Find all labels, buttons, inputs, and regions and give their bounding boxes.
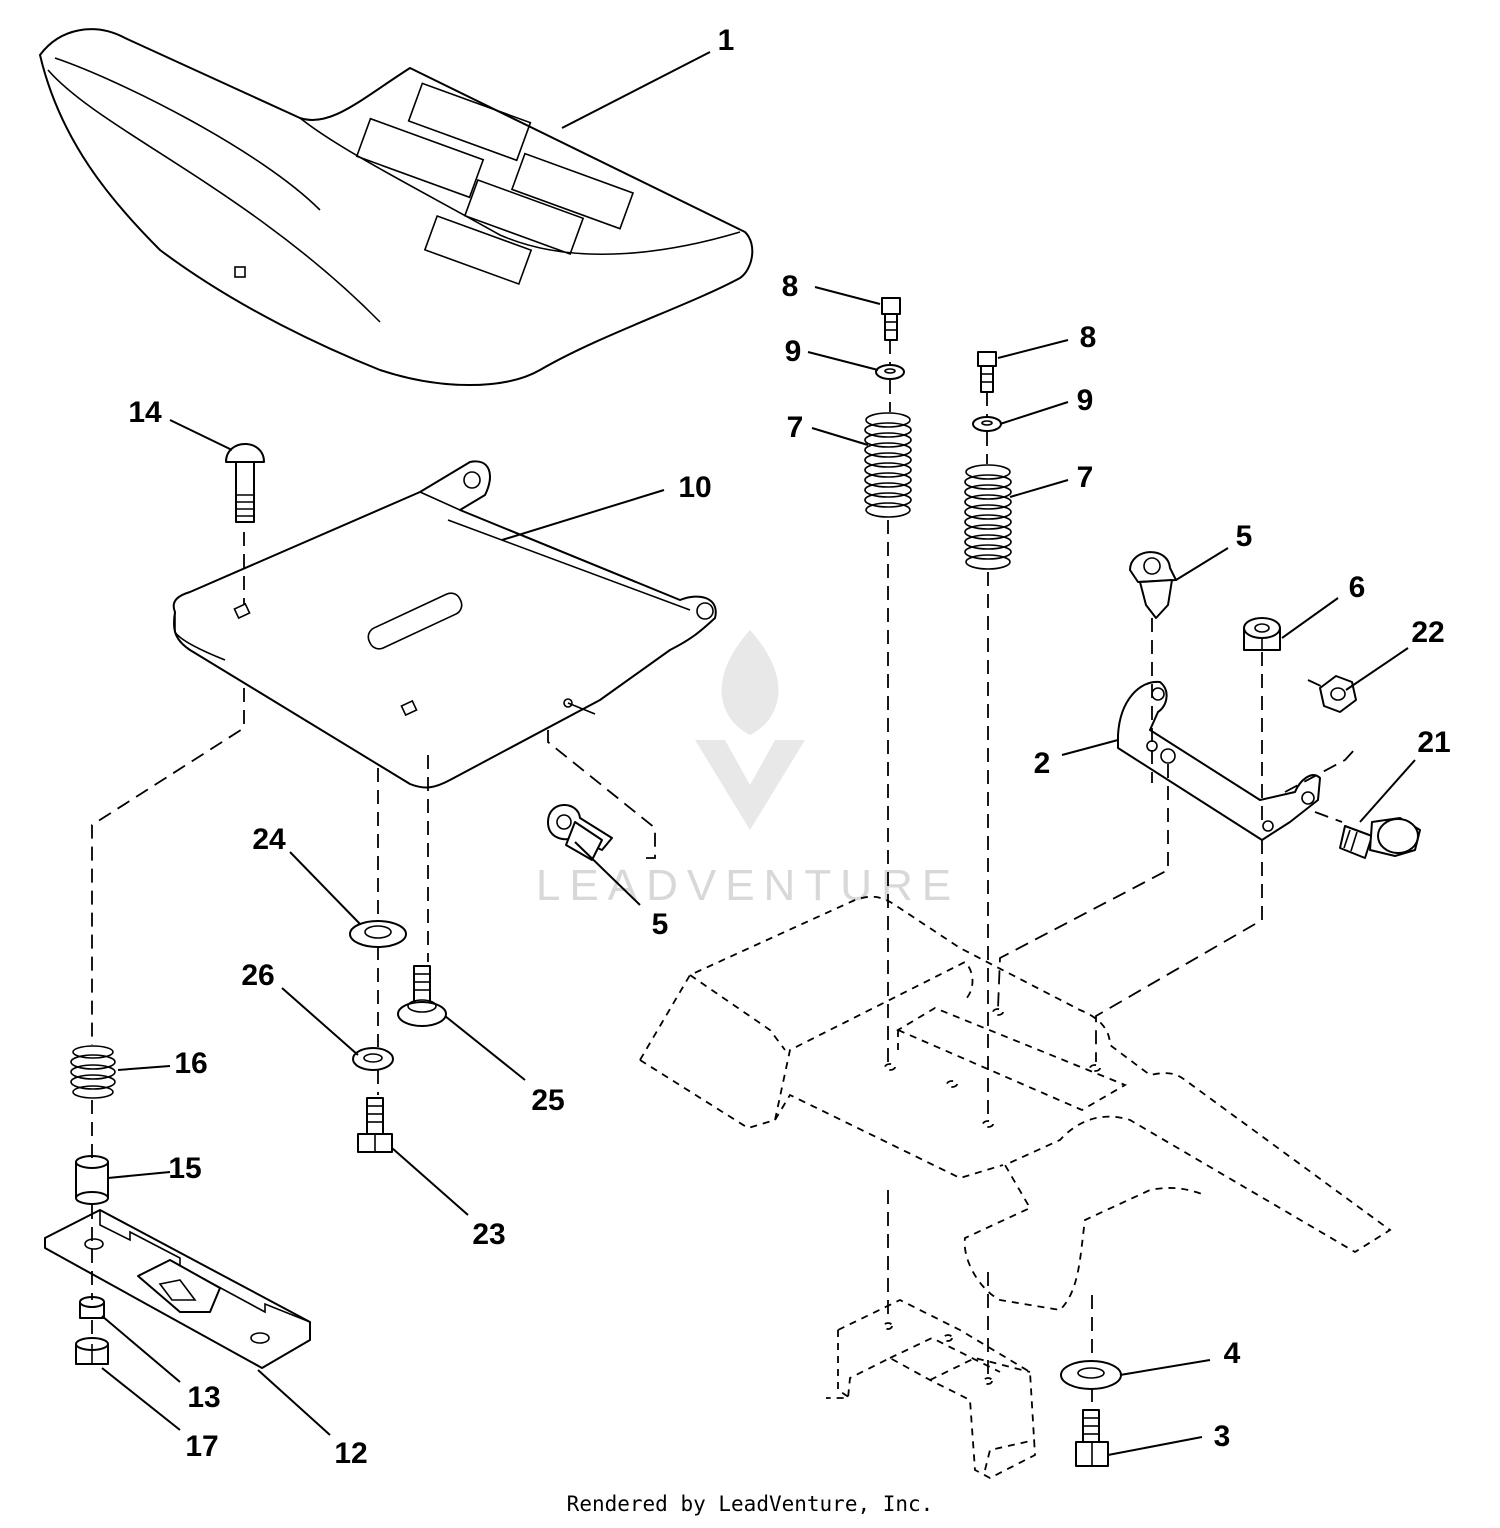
leadventure-watermark: LEADVENTURE [536,630,960,910]
part-4-washer [1060,1360,1122,1390]
part-16-spring [70,1045,116,1099]
part-26-lock-washer [352,1047,394,1071]
callout-2: 2 [1034,747,1051,780]
callout-21: 21 [1417,726,1450,759]
part-17-flange-nut [75,1337,109,1365]
callout-22: 22 [1411,616,1444,649]
leader-lines [101,51,1416,1456]
watermark-text: LEADVENTURE [536,861,960,910]
callout-5-left: 5 [652,908,669,941]
part-7-spring-right [964,464,1012,570]
callout-16: 16 [174,1047,207,1080]
part-5-clip-left [547,804,613,861]
callout-7-right: 7 [1077,461,1094,494]
callout-12: 12 [334,1437,367,1470]
callout-8-right: 8 [1080,321,1097,354]
part-12-bracket-plate [44,1209,311,1369]
part-3-bolt [1075,1409,1109,1467]
part-1-seat [39,28,754,386]
callout-4: 4 [1224,1337,1241,1370]
part-8-bolt-left [881,297,901,341]
callout-7-left: 7 [787,411,804,444]
callout-14: 14 [128,396,162,429]
part-21-shoulder-bolt [1339,817,1421,859]
callout-10: 10 [678,471,711,504]
callout-8-left: 8 [782,270,799,303]
part-6-lock-nut [1243,617,1281,651]
part-15-spacer [75,1155,109,1205]
part-14-carriage-bolt [225,443,265,523]
part-25-shoulder-bolt [397,965,447,1027]
part-9-washer-right [972,416,1002,432]
part-8-bolt-right [977,351,997,393]
callout-25: 25 [531,1084,564,1117]
callout-15: 15 [168,1152,201,1185]
callout-13: 13 [187,1381,220,1414]
part-9-washer-left [875,364,905,380]
callout-23: 23 [472,1218,505,1251]
callout-1: 1 [718,24,735,57]
part-23-bolt [357,1097,393,1153]
callout-5-right: 5 [1236,520,1253,553]
part-2-bracket [1117,680,1321,841]
callout-3: 3 [1214,1420,1231,1453]
assembly-centerlines [91,340,1357,1408]
callout-9-right: 9 [1077,384,1094,417]
part-24-washer [349,920,407,948]
callout-9-left: 9 [785,335,802,368]
rendered-by-footer: Rendered by LeadVenture, Inc. [566,1492,934,1516]
part-13-nut [79,1296,105,1319]
part-7-spring-left [864,412,912,518]
callout-labels: 1 8 9 8 9 7 7 14 10 5 6 22 2 21 5 24 26 … [128,24,1450,1470]
callout-6: 6 [1349,571,1366,604]
callout-24: 24 [252,823,286,856]
callout-26: 26 [241,959,274,992]
part-5-clip-right [1129,551,1177,619]
tractor-frame-reference [639,895,1392,1480]
part-22-hex-nut [1319,675,1357,713]
part-10-seat-pan [172,266,717,789]
callout-17: 17 [185,1430,218,1463]
